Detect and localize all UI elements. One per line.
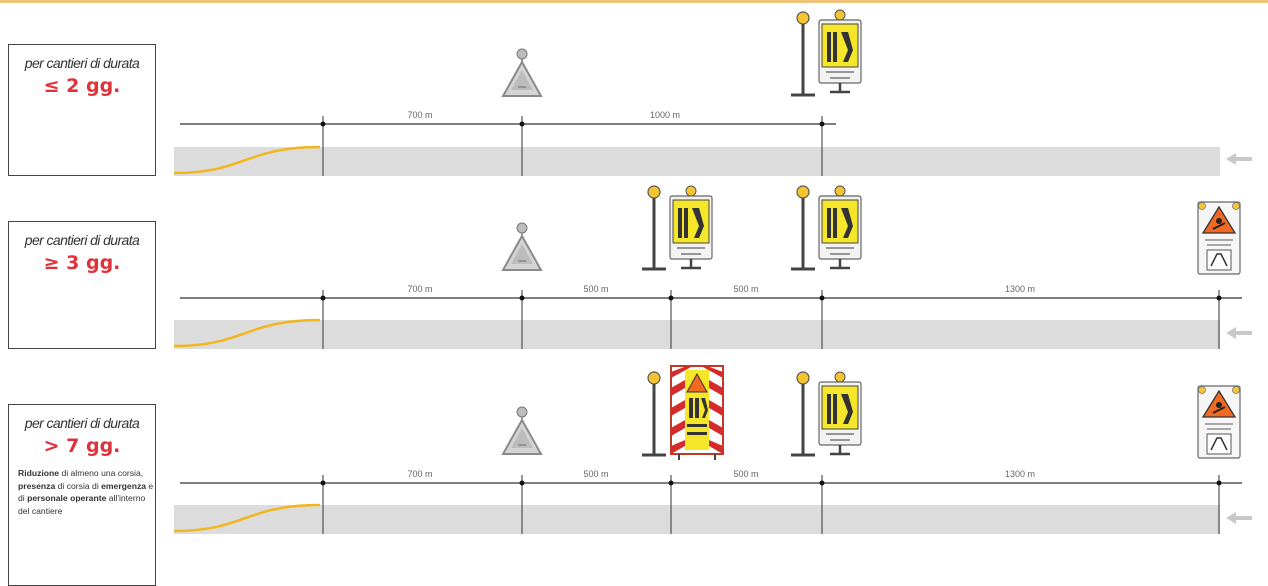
lane-reduction-sign-icon (668, 184, 714, 270)
row-2-diagram: 700 m 500 m 500 m 1300 m (173, 184, 1252, 349)
warning-triangle-icon (502, 406, 542, 455)
traffic-direction-arrow-icon (1226, 512, 1252, 524)
distance-label: 700 m (407, 469, 432, 479)
lane-taper (173, 318, 321, 348)
desc-part: e di (18, 480, 154, 504)
lane-taper (173, 503, 321, 533)
desc-part: di almeno una corsia, (59, 468, 144, 478)
road-lane (174, 505, 1220, 534)
desc-part: Riduzione (18, 468, 60, 478)
distance-label: 500 m (583, 284, 608, 294)
flashing-lamp-icon (789, 184, 817, 271)
lane-reduction-sign-icon (817, 370, 863, 456)
lane-reduction-sign-icon (817, 184, 863, 270)
lane-reduction-sign-icon (817, 8, 863, 94)
flashing-lamp-icon (640, 370, 668, 457)
desc-part: presenza (18, 480, 56, 491)
duration-label-title: per cantieri di durata (24, 232, 140, 248)
flashing-lamp-icon (640, 184, 668, 271)
warning-triangle-icon (502, 48, 542, 97)
traffic-direction-arrow-icon (1226, 327, 1252, 339)
duration-label-title: per cantieri di durata (24, 415, 140, 431)
roadworks-sign-icon (1197, 201, 1241, 275)
distance-label: 500 m (733, 284, 758, 294)
duration-label-description: Riduzione di almeno una corsia, presenza… (18, 467, 155, 517)
lane-taper (173, 145, 321, 175)
lane-closure-board-icon (670, 365, 724, 461)
duration-label-box-3: per cantieri di durata > 7 gg. Riduzione… (8, 404, 156, 586)
road-lane (174, 320, 1220, 349)
duration-label-title: per cantieri di durata (24, 55, 140, 71)
desc-part: di corsia di (55, 480, 102, 491)
distance-label: 500 m (733, 469, 758, 479)
distance-label: 1000 m (650, 110, 680, 120)
row-1-diagram: 700 m 1000 m (173, 8, 1252, 176)
duration-label-value: ≥ 3 gg. (43, 252, 121, 274)
road-lane (174, 147, 1220, 176)
roadworks-sign-icon (1197, 385, 1241, 459)
distance-label: 700 m (407, 284, 432, 294)
distance-label: 1300 m (1005, 469, 1035, 479)
warning-triangle-icon (502, 222, 542, 271)
desc-part: personale operante (27, 493, 107, 504)
duration-label-value: ≤ 2 gg. (43, 75, 121, 97)
traffic-direction-arrow-icon (1226, 153, 1252, 165)
row-3-diagram: 700 m 500 m 500 m 1300 m (173, 365, 1252, 534)
duration-label-box-2: per cantieri di durata ≥ 3 gg. (8, 221, 156, 349)
desc-part: all'interno del cantiere (18, 493, 146, 516)
desc-part: emergenza (101, 480, 147, 491)
distance-label: 1300 m (1005, 284, 1035, 294)
top-accent-bar (0, 0, 1268, 3)
distance-label: 500 m (583, 469, 608, 479)
duration-label-box-1: per cantieri di durata ≤ 2 gg. (8, 44, 156, 176)
flashing-lamp-icon (789, 10, 817, 97)
flashing-lamp-icon (789, 370, 817, 457)
duration-label-value: > 7 gg. (43, 435, 121, 457)
distance-label: 700 m (407, 110, 432, 120)
